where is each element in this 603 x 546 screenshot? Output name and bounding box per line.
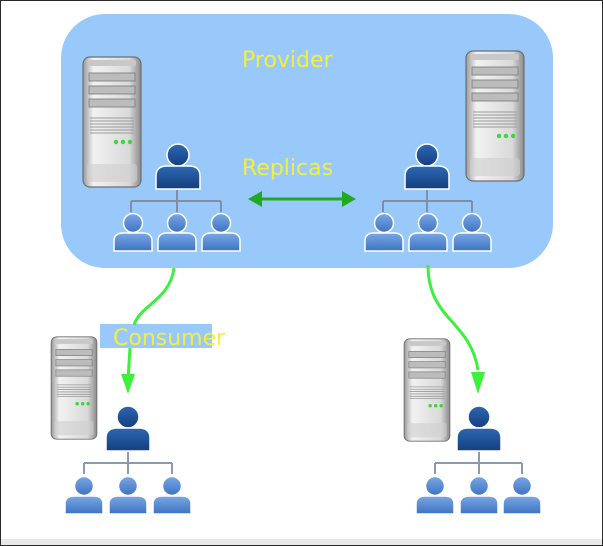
user-icon xyxy=(108,476,148,515)
provider-server-right-icon xyxy=(465,50,525,182)
consumer-label: Consumer xyxy=(113,326,226,351)
provider-label: Provider xyxy=(242,48,334,73)
consumer-group-left xyxy=(64,405,192,515)
provider-group-right xyxy=(364,143,492,252)
user-icon xyxy=(502,476,542,515)
user-icon xyxy=(152,476,192,515)
consumer-connector-right xyxy=(426,264,480,371)
provider-group-left xyxy=(113,143,241,252)
user-icon xyxy=(64,476,104,515)
user-icon xyxy=(459,476,499,515)
replicas-label: Replicas xyxy=(242,156,333,181)
consumer-group-right xyxy=(415,405,542,515)
admin-user-icon xyxy=(105,405,151,452)
consumer-server-right-icon xyxy=(403,338,451,442)
admin-user-icon xyxy=(456,405,502,452)
consumer-connector-left xyxy=(132,267,176,326)
provider-zone xyxy=(61,14,553,268)
provider-server-left-icon xyxy=(82,56,142,188)
consumer-server-left-icon xyxy=(50,336,98,440)
replication-arrow-icon xyxy=(248,191,356,207)
consumer-label-bg xyxy=(100,324,212,348)
user-icon xyxy=(415,476,455,515)
